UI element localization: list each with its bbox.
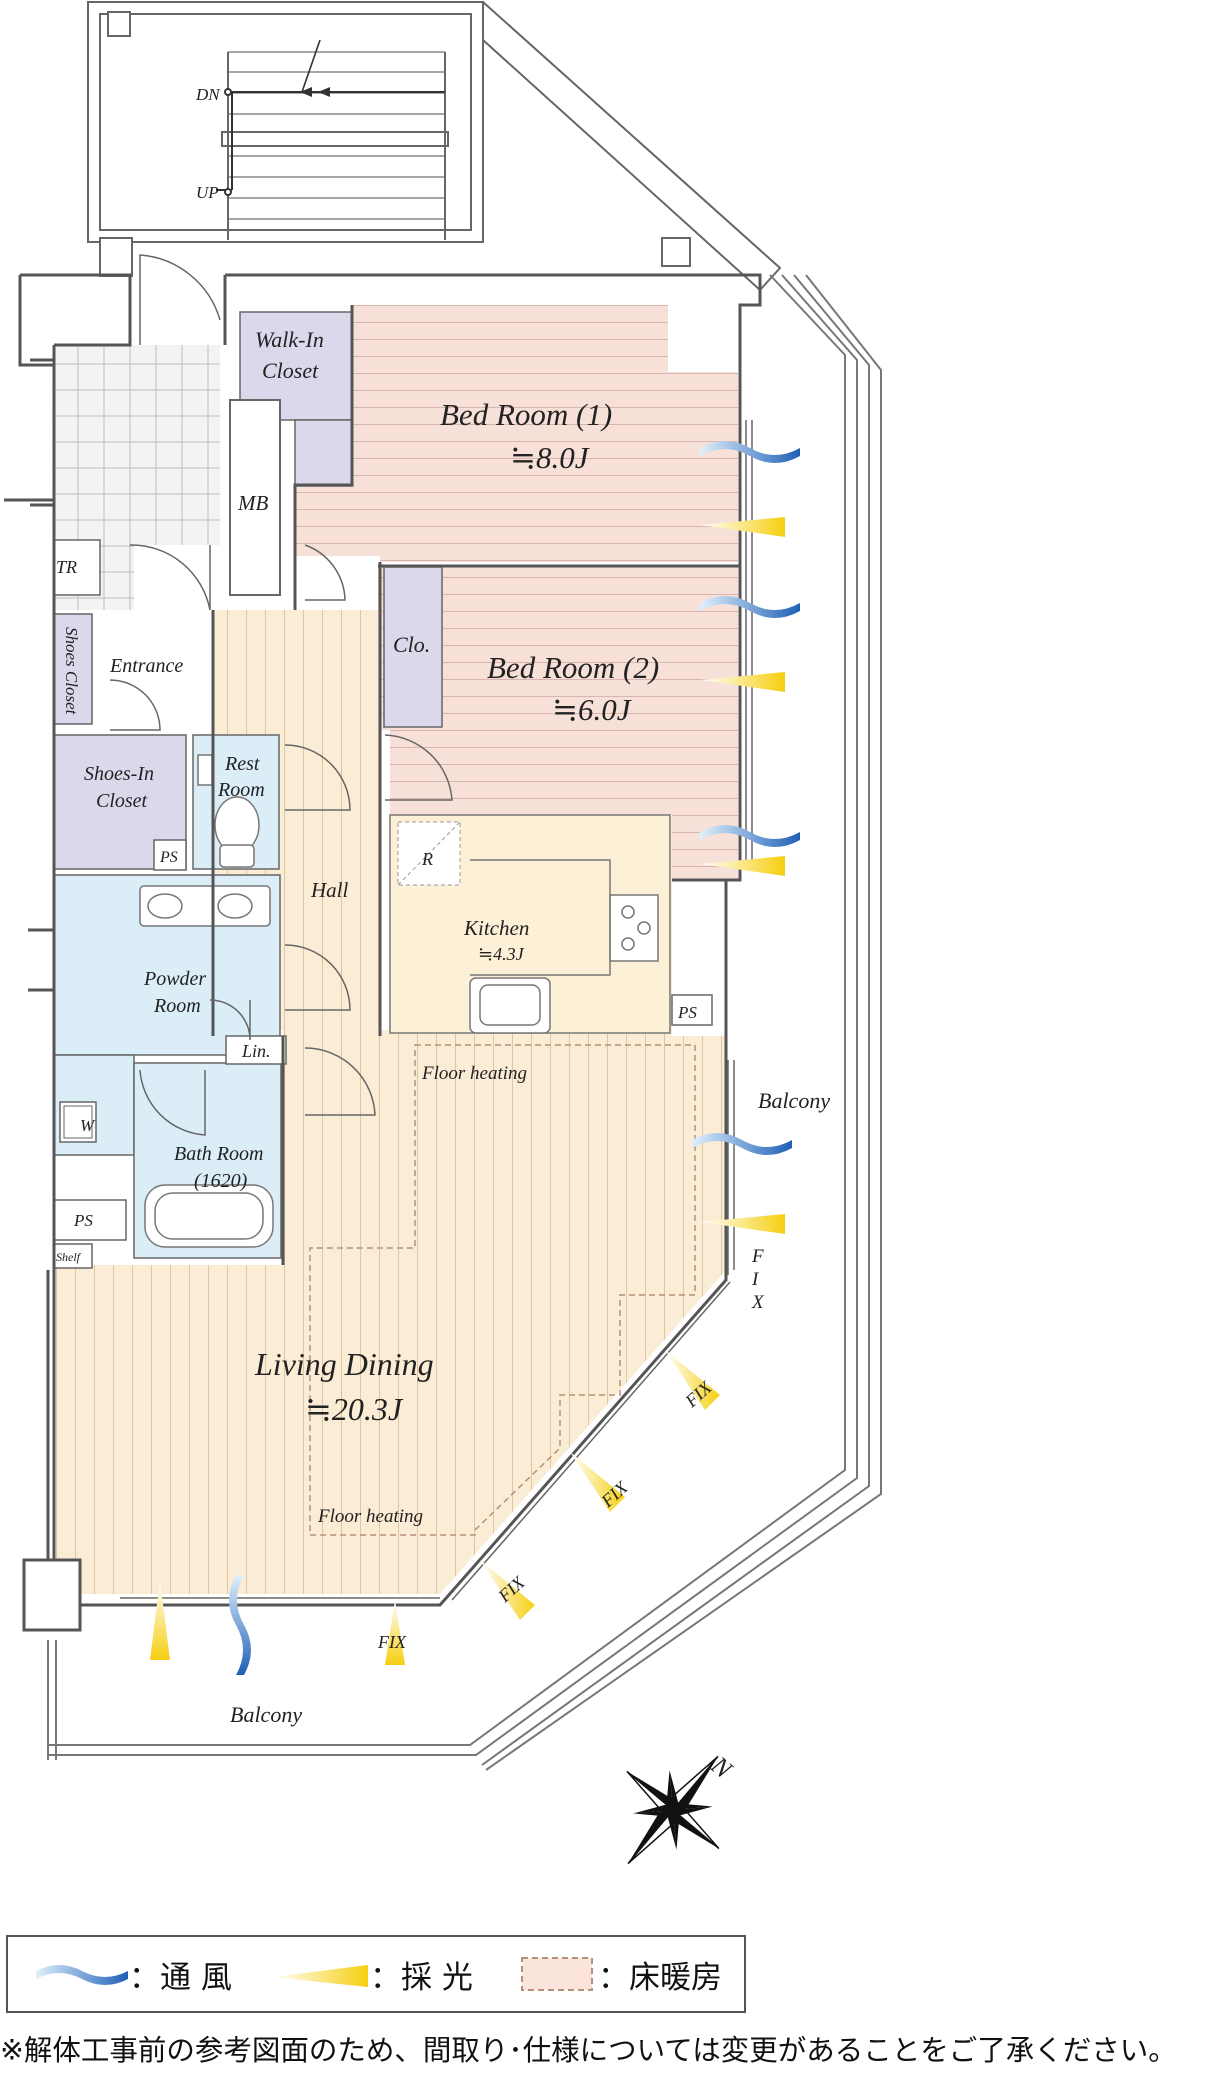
shoes-closet bbox=[53, 613, 93, 725]
bed-room-1-floor bbox=[295, 305, 738, 562]
floor-heating-zones bbox=[309, 1044, 696, 1536]
floor-heating-label-2: Floor heating bbox=[317, 1506, 423, 1527]
balcony-bottom-label: Balcony bbox=[230, 1702, 302, 1727]
doors bbox=[109, 254, 453, 1136]
legend-light: ：採 光 bbox=[270, 1937, 473, 2011]
floor-plan: DN UP bbox=[4, 1, 882, 1865]
legend-wind: ：通 風 bbox=[34, 1937, 232, 2011]
tr-label: TR bbox=[56, 557, 77, 577]
kitchen-size: ≒4.3J bbox=[478, 944, 525, 964]
shoes-closet-label: Shoes Closet bbox=[62, 627, 81, 716]
stairs-up-label: UP bbox=[196, 183, 219, 202]
legend-light-label: ：採 光 bbox=[370, 1959, 473, 1996]
living-dining-size: ≒20.3J bbox=[305, 1391, 404, 1427]
compass-north-label: N bbox=[705, 1750, 739, 1785]
stairs-down-label: DN bbox=[195, 85, 221, 104]
fixtures bbox=[139, 754, 659, 1248]
ps-label-top: PS bbox=[159, 849, 178, 866]
ps-label-left: PS bbox=[73, 1211, 93, 1230]
bed-room-2-name: Bed Room (2) bbox=[487, 650, 659, 685]
closet-clo bbox=[383, 566, 443, 728]
shelf-label: Shelf bbox=[56, 1250, 82, 1264]
legend-heating-label: ：床暖房 bbox=[598, 1959, 722, 1996]
floor-heating-icon bbox=[521, 1957, 593, 1991]
powder-room-label-2: Room bbox=[153, 995, 201, 1017]
powder-room-label-1: Powder bbox=[143, 968, 206, 990]
wind-icon bbox=[36, 1965, 128, 1985]
rest-room-label-2: Room bbox=[217, 779, 265, 801]
r-label: R bbox=[421, 849, 433, 869]
compass-rose bbox=[626, 1755, 720, 1865]
mb-shaft bbox=[229, 399, 281, 596]
balcony-railing bbox=[47, 274, 882, 1771]
legend: ：通 風 ：採 光 ：床暖房 bbox=[6, 1935, 746, 2013]
walk-in-closet-label-2: Closet bbox=[262, 358, 319, 383]
hall-label: Hall bbox=[310, 878, 349, 902]
fix-label-4: FIX bbox=[377, 1632, 407, 1652]
daylight-markers bbox=[150, 517, 785, 1665]
legend-heating: ：床暖房 bbox=[518, 1937, 722, 2011]
ventilation-markers bbox=[229, 441, 800, 1675]
bath-room-label-2: (1620) bbox=[194, 1170, 248, 1192]
rest-room-label-1: Rest bbox=[224, 753, 260, 775]
shoes-in-closet-label-1: Shoes-In bbox=[84, 763, 154, 785]
light-icon bbox=[272, 1965, 368, 1987]
shoes-in-closet-label-2: Closet bbox=[96, 790, 148, 812]
bath-room-label-1: Bath Room bbox=[174, 1143, 263, 1165]
entrance-label: Entrance bbox=[109, 655, 183, 677]
balcony-right-label: Balcony bbox=[758, 1088, 830, 1113]
kitchen-name: Kitchen bbox=[463, 916, 529, 940]
closet-label: Clo. bbox=[393, 632, 430, 657]
mb-label: MB bbox=[237, 491, 268, 515]
fix-label-1: FIX bbox=[681, 1377, 717, 1412]
washer-label: W bbox=[80, 1116, 96, 1135]
legend-wind-label: ：通 風 bbox=[129, 1959, 232, 1996]
bed-room-2-floor bbox=[378, 566, 738, 880]
living-dining-name: Living Dining bbox=[254, 1346, 434, 1382]
ps-label-right: PS bbox=[677, 1003, 697, 1022]
disclaimer-note: ※解体工事前の参考図面のため、間取り･仕様については変更があることをご了承くださ… bbox=[0, 2034, 1177, 2067]
linen-label: Lin. bbox=[241, 1041, 271, 1061]
staircase bbox=[87, 1, 782, 292]
floor-heating-label-1: Floor heating bbox=[421, 1063, 527, 1084]
walls bbox=[4, 273, 762, 1632]
walk-in-closet-label-1: Walk-In bbox=[255, 327, 324, 352]
bed-room-1-name: Bed Room (1) bbox=[440, 397, 612, 432]
bed-room-2-size: ≒6.0J bbox=[552, 692, 632, 727]
bed-room-1-size: ≒8.0J bbox=[510, 440, 590, 475]
